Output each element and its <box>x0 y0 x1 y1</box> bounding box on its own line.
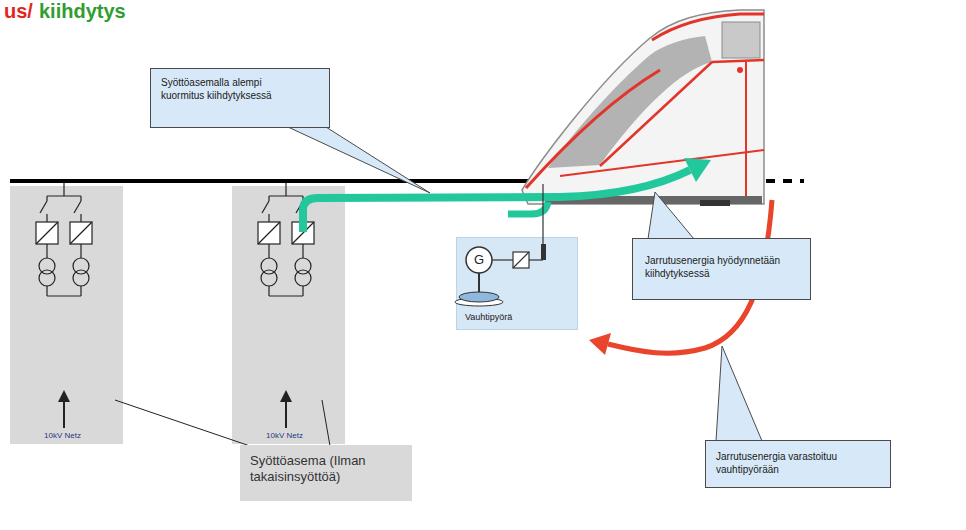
callout-box: Syöttöasemalla alempi kuormitus kiihdyty… <box>150 68 330 128</box>
generator-symbol-label: G <box>466 252 492 267</box>
leader-line <box>322 400 330 446</box>
arrow-head <box>684 158 711 182</box>
node-text: Jarrutusenergia varastoituu vauhtipyörää… <box>716 451 880 476</box>
node-text: Vauhtipyörä <box>465 312 512 323</box>
arrow-head <box>589 333 611 355</box>
substation-symbol <box>232 181 345 444</box>
callout-tail <box>288 127 430 193</box>
node-text: Syöttöasemalla alempi kuormitus kiihdyty… <box>161 77 301 102</box>
leader-line <box>115 400 250 446</box>
flywheel-box: Vauhtipyörä G <box>456 237 578 330</box>
node-text: Syöttöasema (Ilman takaisinsyöttöä) <box>250 453 402 486</box>
train-illustration <box>522 10 764 206</box>
heading-fragment: kiihdytys <box>39 0 126 23</box>
heading-fragment: us/ <box>4 0 33 23</box>
grid-label: 10kV Netz <box>266 431 303 440</box>
substation-label-box: Syöttöasema (Ilman takaisinsyöttöä) <box>240 445 412 501</box>
callout-box: Jarrutusenergia varastoituu vauhtipyörää… <box>705 440 891 488</box>
substation-ground <box>232 186 345 444</box>
grid-label: 10kV Netz <box>44 431 81 440</box>
energy-flow-arrow <box>508 202 548 214</box>
callout-box: Jarrutusenergia hyödynnetään kiihdytykse… <box>632 238 811 300</box>
substation-symbol <box>10 181 123 444</box>
callout-tail <box>716 346 762 441</box>
energy-flow-arrow <box>303 170 690 232</box>
callout-tail <box>648 192 694 239</box>
substation-ground <box>10 186 123 444</box>
node-text: Jarrutusenergia hyödynnetään kiihdytykse… <box>645 255 798 280</box>
